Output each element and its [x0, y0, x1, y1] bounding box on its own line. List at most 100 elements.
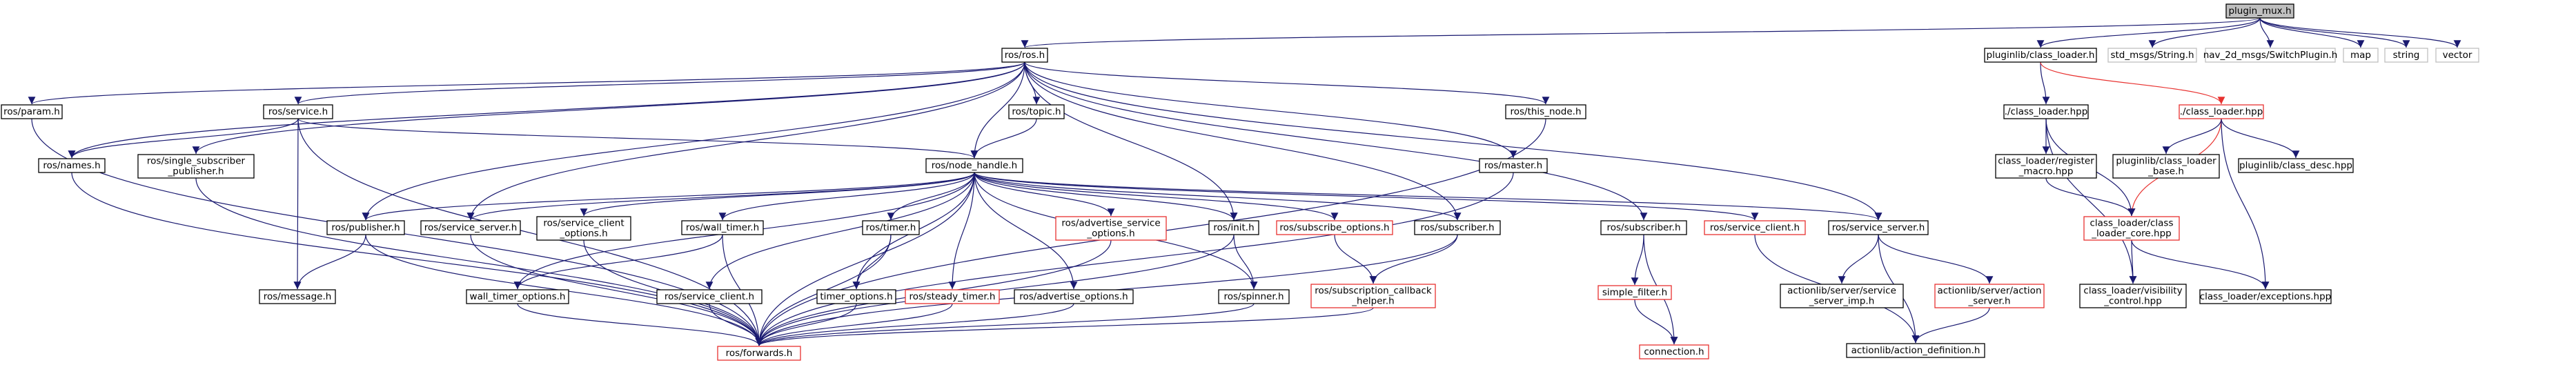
edge-ros_node_handle-to-ros_service_server_right — [974, 172, 1882, 221]
node-std_msgs_string[interactable]: std_msgs/String.h — [2107, 48, 2197, 63]
node-ros_subscriber_right[interactable]: ros/subscriber.h — [1600, 220, 1687, 235]
node-class_loader_register[interactable]: class_loader/register_macro.hpp — [1995, 154, 2097, 179]
node-nav_2d_msgs_switch[interactable]: nav_2d_msgs/SwitchPlugin.h — [2203, 48, 2338, 63]
edge-ros_node_handle-to-ros_timer — [887, 172, 975, 221]
edge-plugin_mux-to-pluginlib_class_loader — [2036, 17, 2261, 48]
node-timer_options[interactable]: timer_options.h — [816, 289, 896, 304]
node-actionlib_service_server_imp[interactable]: actionlib/server/service_server_imp.h — [1780, 284, 1904, 308]
node-box — [420, 220, 521, 235]
node-ros_advertise_service_options[interactable]: ros/advertise_service_options.h — [1055, 216, 1167, 241]
node-ros_spinner[interactable]: ros/spinner.h — [1218, 289, 1290, 304]
edge-ros_ros-to-ros_init — [1024, 61, 1238, 221]
node-ros_service_server_left[interactable]: ros/service_server.h — [420, 220, 521, 235]
node-ros_ros[interactable]: ros/ros.h — [1001, 48, 1048, 63]
node-ros_param[interactable]: ros/param.h — [1, 104, 63, 119]
node-label: ros/node_handle.h — [932, 160, 1017, 171]
node-label: ros/service_client — [543, 218, 624, 229]
node-ros_steady_timer[interactable]: ros/steady_timer.h — [905, 289, 1000, 304]
node-ros_subscriber_mid[interactable]: ros/subscriber.h — [1414, 220, 1501, 235]
node-ros_names[interactable]: ros/names.h — [38, 158, 106, 173]
node-ros_service[interactable]: ros/service.h — [263, 104, 333, 119]
node-ros_subscribe_options[interactable]: ros/subscribe_options.h — [1276, 220, 1393, 235]
node-label: _server.h — [1967, 296, 2010, 307]
node-box — [1218, 289, 1290, 304]
edge-ros_subscribe_options-to-ros_subscription_callback_helper — [1334, 234, 1377, 284]
node-box — [326, 220, 405, 235]
node-box — [656, 289, 763, 304]
node-ros_publisher[interactable]: ros/publisher.h — [326, 220, 405, 235]
node-pluginlib_class_loader_base[interactable]: pluginlib/class_loader_base.h — [2112, 154, 2220, 179]
edge-pluginlib_class_loader-to-class_loader_hpp2 — [2040, 61, 2225, 105]
node-label: pluginlib/class_desc.hpp — [2239, 160, 2352, 171]
node-ros_service_client_options[interactable]: ros/service_client_options.h — [536, 216, 631, 241]
edge-ros_advertise_options-to-ros_forwards — [755, 303, 1074, 346]
node-connection[interactable]: connection.h — [1639, 344, 1709, 359]
node-label: ros/steady_timer.h — [910, 291, 996, 302]
node-ros_advertise_options[interactable]: ros/advertise_options.h — [1014, 289, 1134, 304]
node-pluginlib_class_loader[interactable]: pluginlib/class_loader.h — [1984, 48, 2097, 63]
edge-ros_publisher-to-ros_message — [293, 234, 366, 290]
node-box — [2225, 3, 2294, 19]
edge-ros_single_sub_pub-to-ros_forwards — [195, 177, 763, 346]
edge-ros_ros-to-ros_single_sub_pub — [192, 61, 1025, 155]
node-ros_subscription_callback_helper[interactable]: ros/subscription_callback_helper.h — [1310, 284, 1436, 308]
edge-ros_steady_timer-to-ros_forwards — [755, 303, 953, 346]
node-ros_wall_timer[interactable]: ros/wall_timer.h — [681, 220, 764, 235]
node-ros_single_sub_pub[interactable]: ros/single_subscriber_publisher.h — [137, 154, 255, 179]
edge-ros_node_handle-to-ros_publisher — [362, 172, 975, 221]
node-label: _server_imp.h — [1809, 296, 1875, 307]
node-class_loader_exceptions[interactable]: class_loader/exceptions.hpp — [2199, 289, 2332, 304]
node-pluginlib_class_desc[interactable]: pluginlib/class_desc.hpp — [2238, 158, 2354, 173]
node-ros_timer[interactable]: ros/timer.h — [862, 220, 920, 235]
node-ros_init[interactable]: ros/init.h — [1208, 220, 1259, 235]
node-vector[interactable]: vector — [2435, 48, 2479, 63]
node-label: pluginlib/class_loader.h — [1987, 50, 2095, 61]
node-box — [1597, 285, 1672, 300]
node-box — [536, 216, 631, 241]
node-ros_this_node[interactable]: ros/this_node.h — [1505, 104, 1586, 119]
node-label: ros/init.h — [1213, 222, 1254, 233]
edge-ros_ros-to-ros_subscriber_mid — [1024, 61, 1462, 221]
edge-ros_ros-to-ros_node_handle — [970, 61, 1025, 159]
node-plugin_mux[interactable]: plugin_mux.h — [2225, 3, 2294, 19]
node-box — [1505, 104, 1586, 119]
node-ros_forwards[interactable]: ros/forwards.h — [717, 346, 801, 361]
node-label: ros/service_server.h — [424, 222, 518, 233]
node-ros_master[interactable]: ros/master.h — [1479, 158, 1548, 173]
node-simple_filter[interactable]: simple_filter.h — [1597, 285, 1672, 300]
node-box — [2112, 154, 2220, 179]
node-box — [466, 289, 569, 304]
node-map[interactable]: map — [2343, 48, 2379, 63]
node-ros_service_client[interactable]: ros/service_client.h — [1704, 220, 1806, 235]
edge-ros_service_server_left-to-ros_forwards — [470, 234, 763, 346]
node-string[interactable]: string — [2384, 48, 2428, 63]
node-class_loader_hpp2[interactable]: ./class_loader.hpp — [2179, 104, 2264, 119]
node-class_loader_visibility[interactable]: class_loader/visibility_control.hpp — [2079, 284, 2187, 308]
node-box — [2107, 48, 2197, 63]
node-box — [2343, 48, 2379, 63]
node-label: actionlib/server/service — [1787, 286, 1896, 297]
edge-pluginlib_class_loader-to-class_loader_hpp1 — [2040, 61, 2050, 105]
node-box — [38, 158, 106, 173]
node-box — [259, 289, 336, 304]
node-ros_service_client_h[interactable]: ros/service_client.h — [656, 289, 763, 304]
node-class_loader_hpp1[interactable]: ./class_loader.hpp — [2003, 104, 2089, 119]
edge-plugin_mux-to-vector — [2259, 17, 2461, 48]
node-actionlib_action_server[interactable]: actionlib/server/action_server.h — [1934, 284, 2045, 308]
node-label: ros/service_client.h — [665, 291, 754, 302]
node-label: ./class_loader.hpp — [2005, 106, 2088, 117]
node-box — [137, 154, 255, 179]
node-ros_topic[interactable]: ros/topic.h — [1008, 104, 1065, 119]
edge-ros_ros-to-ros_service_server_left — [466, 61, 1025, 221]
node-label: ros/subscriber.h — [1420, 222, 1494, 233]
node-ros_node_handle[interactable]: ros/node_handle.h — [925, 158, 1023, 173]
node-label: _base.h — [2147, 166, 2184, 177]
node-label: actionlib/server/action — [1937, 286, 2041, 297]
node-ros_message[interactable]: ros/message.h — [259, 289, 336, 304]
node-label: ros/timer.h — [866, 222, 916, 233]
edge-ros_wall_timer-to-wall_timer_options — [513, 234, 723, 290]
node-ros_service_server_right[interactable]: ros/service_server.h — [1828, 220, 1929, 235]
node-wall_timer_options[interactable]: wall_timer_options.h — [466, 289, 569, 304]
node-class_loader_core[interactable]: class_loader/class_loader_core.hpp — [2083, 216, 2180, 241]
node-actionlib_action_definition[interactable]: actionlib/action_definition.h — [1846, 343, 1985, 358]
